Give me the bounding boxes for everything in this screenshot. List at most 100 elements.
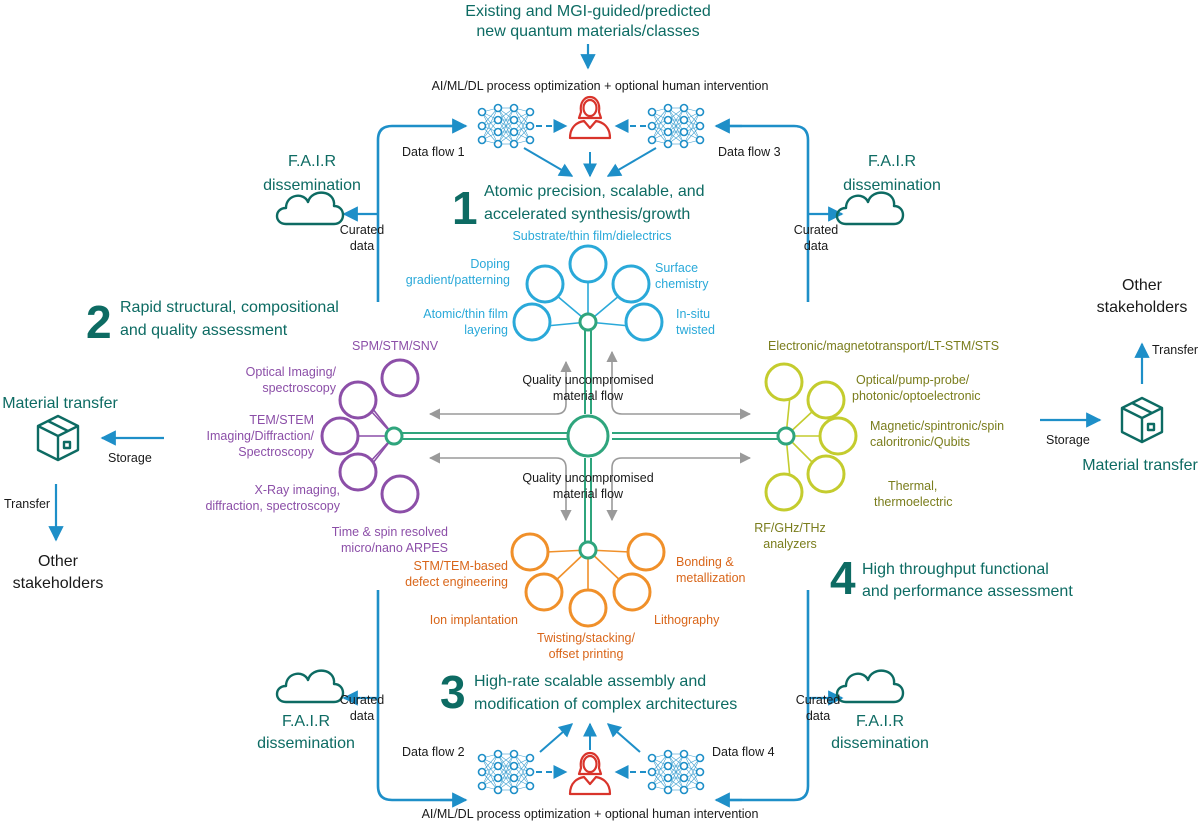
structural-item: diffraction, spectroscopy (205, 499, 340, 513)
material-flow-label: Quality uncompromised (522, 373, 653, 387)
structural-item: Time & spin resolved (332, 525, 448, 539)
fair-label: F.A.I.R (856, 713, 904, 730)
section-4-title: and performance assessment (862, 583, 1073, 600)
cloud-icon (835, 669, 905, 704)
functional-item: Magnetic/spintronic/spin (870, 419, 1004, 433)
curated-data-label: data (806, 709, 830, 723)
data-flow-4-label: Data flow 4 (712, 745, 775, 759)
assembly-item: STM/TEM-based (414, 559, 509, 573)
transfer-label: Transfer (1152, 343, 1198, 357)
section-1-title: accelerated synthesis/growth (484, 206, 690, 223)
functional-item: analyzers (763, 537, 817, 551)
header-line1: Existing and MGI-guided/predicted (465, 3, 710, 20)
package-box-icon (1120, 396, 1164, 444)
structural-item: SPM/STM/SNV (352, 339, 439, 353)
neural-network-icon (477, 749, 535, 795)
ai-label-bottom: AI/ML/DL process optimization + optional… (422, 807, 759, 821)
data-flow-arrows (48, 44, 1150, 808)
header-line2: new quantum materials/classes (476, 23, 699, 40)
synthesis-item: Atomic/thin film (423, 307, 508, 321)
human-operator-icon (568, 751, 612, 796)
section-4-title: High throughput functional (862, 561, 1049, 578)
assembly-item: metallization (676, 571, 746, 585)
functional-item: thermoelectric (874, 495, 953, 509)
synthesis-item: Doping (470, 257, 510, 271)
transfer-label: Transfer (4, 497, 50, 511)
storage-label: Storage (108, 451, 152, 465)
neural-network-icon (647, 749, 705, 795)
material-flow-label: Quality uncompromised (522, 471, 653, 485)
section-2-title: and quality assessment (120, 322, 288, 339)
neural-network-icon (647, 103, 705, 149)
functional-item: caloritronic/Qubits (870, 435, 970, 449)
fair-label: dissemination (831, 735, 929, 752)
section-4-number: 4 (830, 552, 856, 604)
neural-network-icon (477, 103, 535, 149)
section-3-title: modification of complex architectures (474, 696, 737, 713)
curated-data-label: data (350, 239, 374, 253)
material-flow-lines (394, 330, 784, 544)
assembly-item: Lithography (654, 613, 720, 627)
curated-data-label: Curated (796, 693, 841, 707)
central-hub (566, 414, 610, 458)
synthesis-cluster (512, 244, 664, 342)
structural-item: TEM/STEM (249, 413, 314, 427)
structural-item: spectroscopy (262, 381, 336, 395)
synthesis-item: chemistry (655, 277, 709, 291)
material-flow-label: material flow (553, 487, 624, 501)
material-transfer-label: Material transfer (1082, 457, 1198, 474)
structural-item: Optical Imaging/ (246, 365, 337, 379)
fair-label: F.A.I.R (868, 153, 916, 170)
synthesis-item: Substrate/thin film/dielectrics (512, 229, 671, 243)
quality-flow-arrows (428, 350, 752, 522)
ai-arrows-bottom (536, 722, 646, 779)
fair-label: dissemination (257, 735, 355, 752)
assembly-item: Ion implantation (430, 613, 518, 627)
synthesis-item: twisted (676, 323, 715, 337)
functional-item: photonic/optoelectronic (852, 389, 981, 403)
structural-item: X-Ray imaging, (255, 483, 340, 497)
assembly-item: defect engineering (405, 575, 508, 589)
cloud-icon (835, 191, 905, 226)
synthesis-item: gradient/patterning (406, 273, 510, 287)
other-stakeholders-label: stakeholders (13, 575, 104, 592)
data-flow-1-label: Data flow 1 (402, 145, 465, 159)
structural-item: Spectroscopy (238, 445, 314, 459)
synthesis-item: layering (464, 323, 508, 337)
assembly-item: Twisting/stacking/ (537, 631, 635, 645)
storage-label: Storage (1046, 433, 1090, 447)
structural-item: micro/nano ARPES (341, 541, 448, 555)
curated-data-label: Curated (794, 223, 839, 237)
synthesis-item: In-situ (676, 307, 710, 321)
section-2-title: Rapid structural, compositional (120, 299, 339, 316)
section-1-number: 1 (452, 182, 478, 234)
data-flow-frame (376, 124, 810, 802)
material-transfer-label: Material transfer (2, 395, 118, 412)
fair-label: F.A.I.R (282, 713, 330, 730)
assembly-item: Bonding & (676, 555, 734, 569)
curated-data-label: data (804, 239, 828, 253)
section-3-title: High-rate scalable assembly and (474, 673, 706, 690)
synthesis-item: Surface (655, 261, 698, 275)
section-3-number: 3 (440, 666, 466, 718)
functional-item: RF/GHz/THz (754, 521, 826, 535)
fair-label: dissemination (843, 177, 941, 194)
curated-data-label: data (350, 709, 374, 723)
ai-label-top: AI/ML/DL process optimization + optional… (432, 79, 769, 93)
assembly-item: offset printing (549, 647, 624, 661)
section-2-number: 2 (86, 296, 112, 348)
human-operator-icon (568, 95, 612, 140)
curated-data-label: Curated (340, 693, 385, 707)
data-flow-3-label: Data flow 3 (718, 145, 781, 159)
data-flow-2-label: Data flow 2 (402, 745, 465, 759)
cloud-icon (275, 191, 345, 226)
other-stakeholders-label: stakeholders (1097, 299, 1188, 316)
package-box-icon (36, 414, 80, 462)
section-1-title: Atomic precision, scalable, and (484, 183, 705, 200)
fair-label: F.A.I.R (288, 153, 336, 170)
structural-cluster (320, 358, 420, 514)
curated-data-label: Curated (340, 223, 385, 237)
material-flow-label: material flow (553, 389, 624, 403)
other-stakeholders-label: Other (38, 553, 79, 570)
